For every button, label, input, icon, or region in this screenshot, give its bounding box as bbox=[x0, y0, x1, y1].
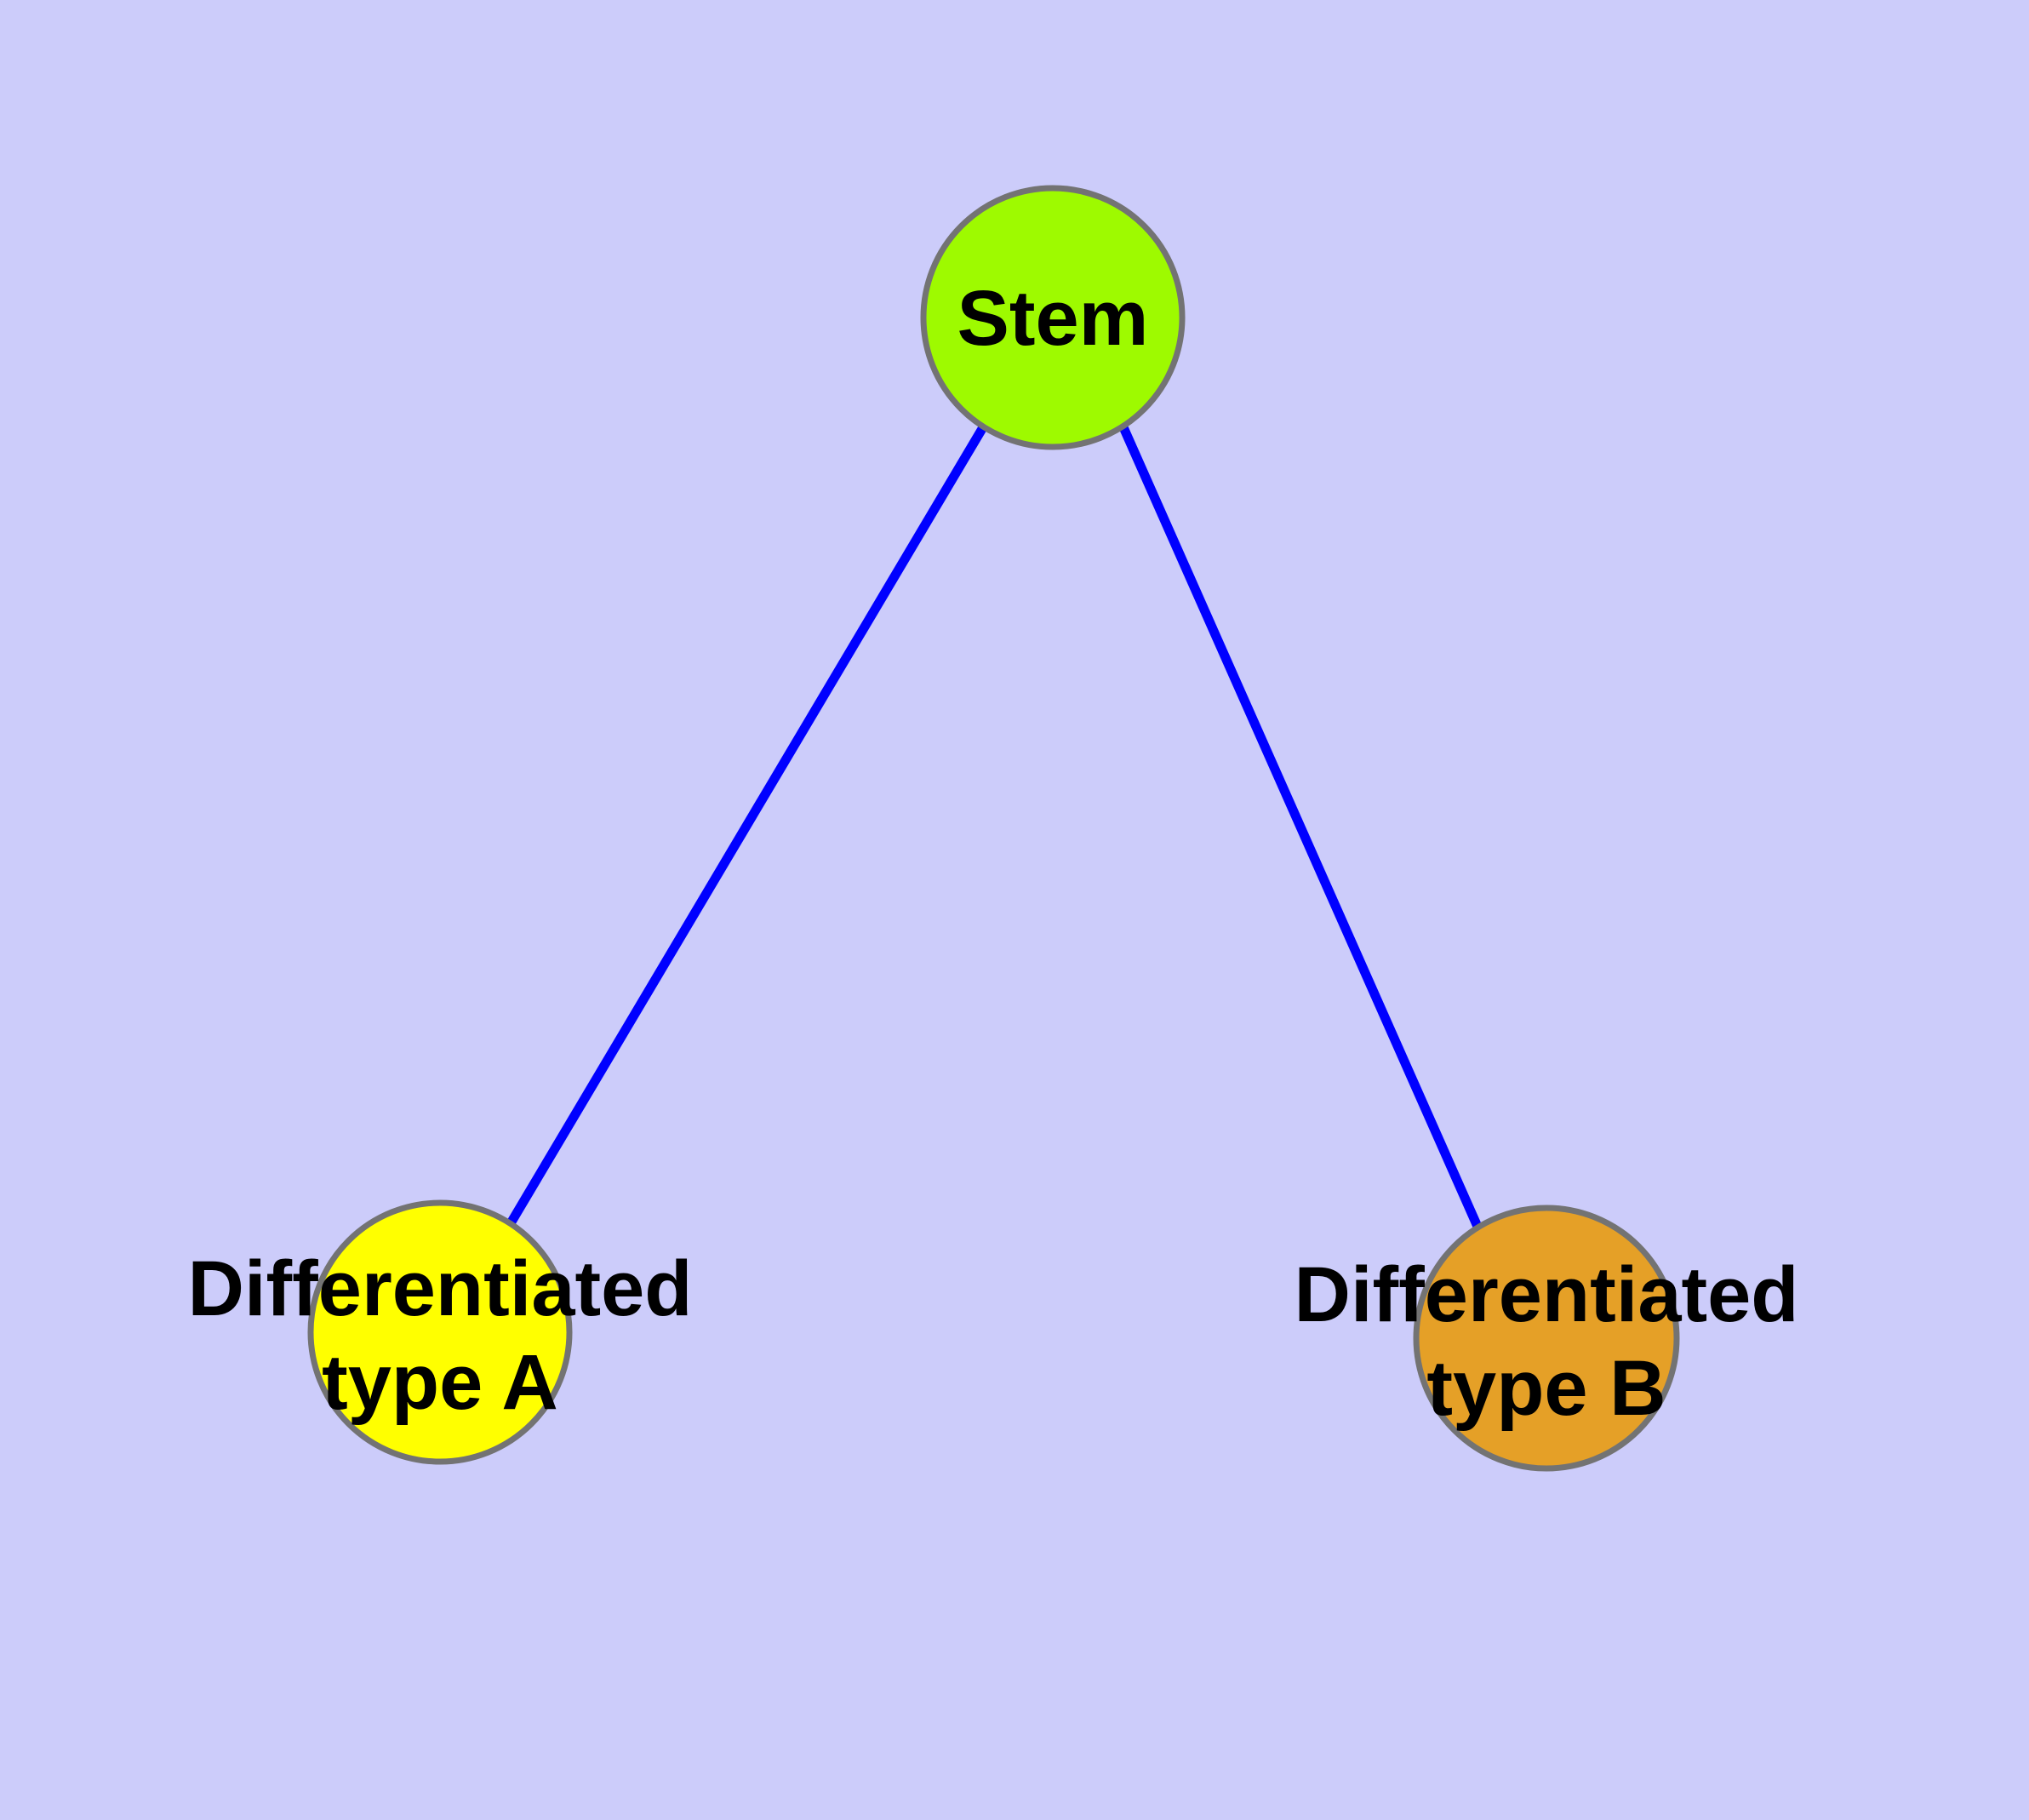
node-label-type-a-line2: type A bbox=[322, 1339, 558, 1426]
node-layer bbox=[307, 185, 1680, 1472]
node-label-stem: Stem bbox=[957, 275, 1149, 362]
label-layer: Stem Differentiated type A Differentiate… bbox=[188, 275, 1799, 1432]
node-label-type-b-line2: type B bbox=[1426, 1345, 1666, 1432]
node-stem[interactable] bbox=[920, 185, 1186, 450]
edge-stem-to-type-b[interactable] bbox=[1118, 425, 1483, 1231]
node-differentiated-type-b[interactable] bbox=[1413, 1205, 1680, 1472]
edge-stem-to-type-a[interactable] bbox=[506, 425, 987, 1226]
node-label-type-b-line1: Differentiated bbox=[1295, 1251, 1799, 1338]
node-differentiated-type-a[interactable] bbox=[307, 1199, 573, 1465]
edge-layer bbox=[506, 425, 1483, 1231]
node-label-type-a-line1: Differentiated bbox=[188, 1245, 693, 1332]
